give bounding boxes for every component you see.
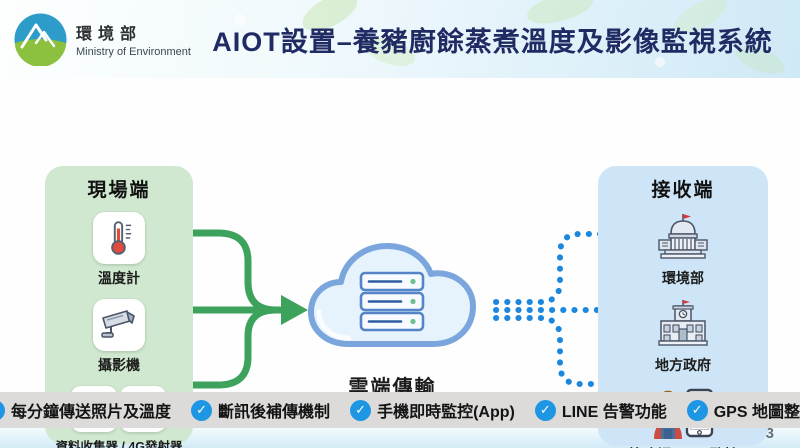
node-label: 地方政府 [655, 357, 711, 373]
node-ministry: 環境部 [655, 212, 711, 288]
feature-item: ✓ LINE 告警功能 [534, 398, 667, 422]
node-label: 養豬場 App 監控 [627, 444, 740, 448]
cloud-transmission: 雲端傳輸 [305, 228, 480, 400]
node-label: 環境部 [662, 270, 704, 286]
node-thermometer: 溫度計 [93, 212, 145, 288]
cctv-camera-icon [101, 310, 135, 338]
feature-label: LINE 告警功能 [561, 404, 667, 421]
node-label: 溫度計 [98, 270, 140, 286]
feature-item: ✓ 每分鐘傳送照片及溫度 [0, 398, 171, 422]
node-local-government: 地方政府 [655, 299, 711, 375]
ministry-logo-icon [14, 13, 67, 66]
node-label: 資料收集器 / 4G發射器 [55, 440, 183, 448]
node-camera: 攝影機 [93, 299, 145, 375]
node-label: 攝影機 [98, 357, 140, 373]
thermometer-icon [111, 221, 132, 255]
capitol-building-icon [658, 214, 708, 259]
logo-org-name: 環境部 [76, 26, 143, 43]
page-number: 3 [765, 425, 774, 442]
check-icon: ✓ [191, 399, 213, 421]
receiver-panel-title: 接收端 [651, 180, 715, 201]
check-icon: ✓ [350, 399, 372, 421]
feature-label: 斷訊後補傳機制 [218, 404, 331, 421]
page-title: AIOT設置–養豬廚餘蒸煮溫度及影像監視系統 [212, 26, 773, 57]
feature-label: GPS 地圖整合 [713, 404, 800, 421]
feature-item: ✓ 手機即時監控(App) [350, 398, 515, 422]
feature-item: ✓ 斷訊後補傳機制 [191, 398, 330, 422]
logo-org-name-en: Ministry of Environment [76, 46, 191, 58]
feature-item: ✓ GPS 地圖整合 [686, 398, 800, 422]
diagram-area: 現場端 溫度計 [0, 78, 800, 448]
cloud-server-icon [308, 243, 476, 347]
ministry-logo: 環境部 Ministry of Environment [14, 13, 191, 66]
feature-bar: ✓ 每分鐘傳送照片及溫度 ✓ 斷訊後補傳機制 ✓ 手機即時監控(App) ✓ L… [0, 392, 800, 428]
header: 環境部 Ministry of Environment AIOT設置–養豬廚餘蒸… [0, 0, 800, 78]
feature-label: 每分鐘傳送照片及溫度 [11, 404, 172, 421]
arrow-right-icon [281, 295, 308, 325]
government-building-icon [658, 300, 708, 346]
feature-label: 手機即時監控(App) [377, 404, 515, 421]
check-icon: ✓ [534, 399, 556, 421]
check-icon: ✓ [686, 399, 708, 421]
field-panel-title: 現場端 [87, 180, 151, 201]
check-icon: ✓ [0, 399, 6, 421]
